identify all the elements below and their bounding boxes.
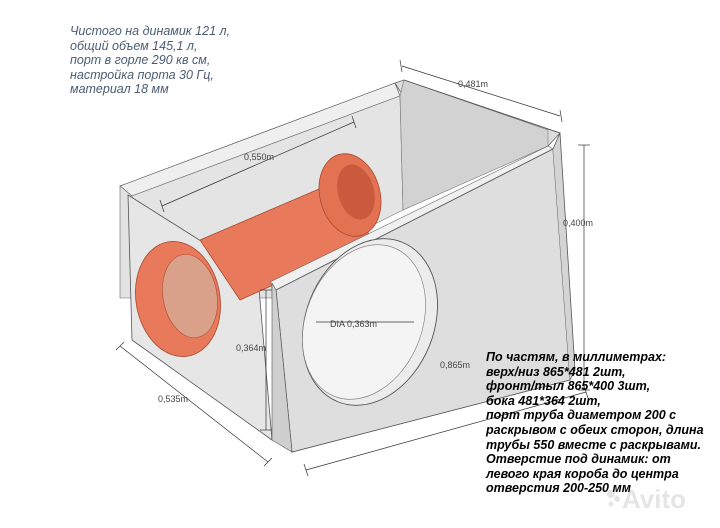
top-edge: [403, 79, 561, 134]
parts-line: порт труба диаметром 200 с: [486, 408, 677, 423]
parts-list: По частям, в миллиметрах: верх/низ 865*4…: [486, 350, 704, 496]
parts-line: По частям, в миллиметрах:: [486, 350, 667, 364]
label-length: 0,865m: [440, 360, 470, 370]
avito-logo-icon: [607, 490, 620, 507]
label-height: 0,400m: [563, 218, 593, 228]
right-edge: [552, 132, 576, 381]
dim-depth-top: [401, 65, 561, 117]
port-opening-right: [337, 164, 375, 220]
parts-line: отверстия 200-250 мм: [486, 481, 631, 496]
spec-line: порт в горле 290 кв см,: [70, 53, 211, 67]
watermark: Avito: [622, 484, 687, 514]
dim-port-length: [161, 121, 355, 207]
port-opening-left: [162, 254, 218, 338]
parts-line: верх/низ 865*481 2шт,: [486, 364, 626, 379]
front-baffle-edge: [271, 281, 293, 453]
dim-length: [305, 391, 587, 471]
parts-line: бока 481*364 2шт,: [486, 393, 601, 408]
spec-line: настройка порта 30 Гц,: [70, 67, 214, 82]
label-port-length: 0,550m: [244, 152, 274, 162]
spec-line: материал 18 мм: [70, 82, 169, 96]
label-hole-diameter: DIA 0,363m: [330, 319, 377, 329]
parts-line: левого края короба до центра: [486, 466, 679, 481]
parts-line: раскрывом с обеих сторон, длина: [486, 422, 704, 437]
label-inner-height: 0,364m: [236, 343, 266, 353]
right-side-inner: [399, 79, 549, 211]
label-depth-top: 0,481m: [458, 79, 488, 89]
dimension-lines: [115, 59, 590, 477]
label-width: 0,535m: [158, 394, 188, 404]
parts-line: фронт/тыл 865*400 3шт,: [486, 379, 651, 394]
parts-line: Отверстие под динамик: от: [486, 452, 671, 467]
dim-width: [119, 345, 269, 463]
spec-line: Чистого на динамик 121 л,: [70, 24, 231, 38]
spec-notes: Чистого на динамик 121 л, общий объем 14…: [70, 24, 230, 97]
parts-line: трубы 550 вместе с раскрывами.: [486, 437, 701, 452]
spec-line: общий объем 145,1 л,: [70, 38, 198, 53]
